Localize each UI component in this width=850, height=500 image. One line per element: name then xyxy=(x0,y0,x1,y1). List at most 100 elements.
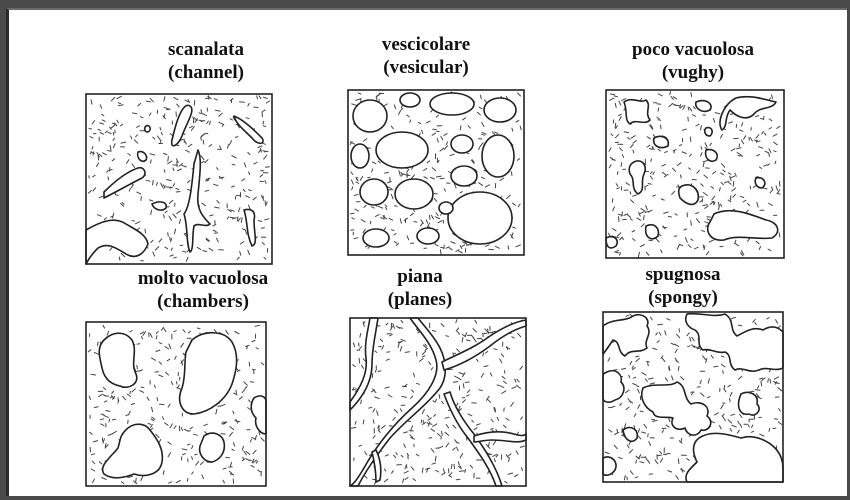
groundmass-dash xyxy=(632,231,635,232)
groundmass-dash xyxy=(88,350,91,352)
groundmass-dash xyxy=(685,238,687,243)
groundmass-dash xyxy=(141,387,144,388)
groundmass-dash xyxy=(769,119,772,121)
groundmass-dash xyxy=(428,418,431,420)
plane-void xyxy=(442,320,526,370)
groundmass-dash xyxy=(229,471,232,473)
groundmass-dash xyxy=(687,333,689,336)
groundmass-dash xyxy=(154,385,155,387)
groundmass-dash xyxy=(411,467,414,470)
groundmass-dash xyxy=(454,464,455,468)
groundmass-dash xyxy=(363,420,364,424)
groundmass-dash xyxy=(511,403,514,407)
groundmass-dash xyxy=(662,430,663,433)
groundmass-dash xyxy=(435,244,438,246)
groundmass-dash xyxy=(113,144,115,148)
groundmass-dash xyxy=(207,121,209,124)
groundmass-dash xyxy=(391,126,393,129)
groundmass-dash xyxy=(171,382,172,385)
groundmass-dash xyxy=(746,210,749,213)
groundmass-dash xyxy=(148,424,151,425)
groundmass-dash xyxy=(243,229,246,230)
panel-spongy xyxy=(603,312,783,482)
groundmass-dash xyxy=(701,147,702,150)
groundmass-dash xyxy=(721,364,725,367)
groundmass-dash xyxy=(248,408,251,410)
groundmass-dash xyxy=(165,347,169,349)
groundmass-dash xyxy=(151,419,154,421)
groundmass-dash xyxy=(138,103,141,106)
groundmass-dash xyxy=(636,386,639,387)
groundmass-dash xyxy=(352,104,357,105)
groundmass-dash xyxy=(93,175,96,177)
groundmass-dash xyxy=(196,461,199,465)
groundmass-dash xyxy=(612,229,616,231)
groundmass-dash xyxy=(728,173,731,174)
groundmass-dash xyxy=(728,420,732,423)
groundmass-dash xyxy=(159,375,163,377)
groundmass-dash xyxy=(660,458,662,462)
groundmass-dash xyxy=(627,445,629,448)
groundmass-dash xyxy=(156,434,159,437)
vesicle xyxy=(395,179,433,209)
groundmass-dash xyxy=(355,209,358,211)
groundmass-dash xyxy=(216,110,221,111)
groundmass-dash xyxy=(457,403,458,406)
groundmass-dash xyxy=(102,438,103,442)
groundmass-dash xyxy=(373,420,374,423)
groundmass-dash xyxy=(621,163,622,167)
groundmass-dash xyxy=(175,356,177,359)
label-planes-it: piana xyxy=(300,265,540,288)
groundmass-dash xyxy=(140,332,143,334)
groundmass-dash xyxy=(665,331,666,335)
groundmass-dash xyxy=(712,196,715,200)
groundmass-dash xyxy=(636,460,637,463)
groundmass-dash xyxy=(777,126,780,128)
groundmass-dash xyxy=(230,217,234,218)
vesicle xyxy=(376,132,428,168)
groundmass-dash xyxy=(605,452,609,453)
groundmass-dash xyxy=(664,212,668,213)
groundmass-dash xyxy=(496,455,498,457)
groundmass-dash xyxy=(442,431,443,435)
groundmass-dash xyxy=(481,374,483,378)
groundmass-dash xyxy=(407,115,410,117)
groundmass-dash xyxy=(486,245,490,247)
groundmass-dash xyxy=(764,165,767,166)
groundmass-dash xyxy=(93,133,96,134)
groundmass-dash xyxy=(737,153,741,155)
groundmass-dash xyxy=(423,420,424,423)
groundmass-dash xyxy=(444,146,447,150)
groundmass-dash xyxy=(93,441,97,442)
groundmass-dash xyxy=(721,134,723,138)
groundmass-dash xyxy=(458,462,459,466)
groundmass-dash xyxy=(181,428,182,431)
groundmass-dash xyxy=(422,130,423,133)
groundmass-dash xyxy=(483,353,484,356)
groundmass-dash xyxy=(516,245,521,247)
groundmass-dash xyxy=(707,397,710,398)
groundmass-dash xyxy=(429,438,432,439)
groundmass-dash xyxy=(633,384,636,385)
label-spongy-it: spugnosa xyxy=(563,263,803,286)
groundmass-dash xyxy=(459,373,464,375)
groundmass-dash xyxy=(404,432,408,433)
groundmass-dash xyxy=(512,337,514,338)
groundmass-dash xyxy=(232,186,235,187)
groundmass-dash xyxy=(112,159,115,161)
groundmass-dash xyxy=(760,378,763,379)
groundmass-dash xyxy=(668,216,671,217)
groundmass-dash xyxy=(248,152,250,154)
groundmass-dash xyxy=(460,192,462,193)
groundmass-dash xyxy=(382,345,384,349)
chamber xyxy=(251,396,266,434)
groundmass-dash xyxy=(705,222,709,223)
groundmass-dash xyxy=(468,414,472,416)
groundmass-dash xyxy=(742,123,743,126)
groundmass-dash xyxy=(251,466,254,468)
groundmass-dash xyxy=(459,251,462,253)
groundmass-dash xyxy=(474,428,477,430)
groundmass-dash xyxy=(690,108,692,112)
groundmass-dash xyxy=(470,465,473,468)
groundmass-dash xyxy=(431,449,434,453)
